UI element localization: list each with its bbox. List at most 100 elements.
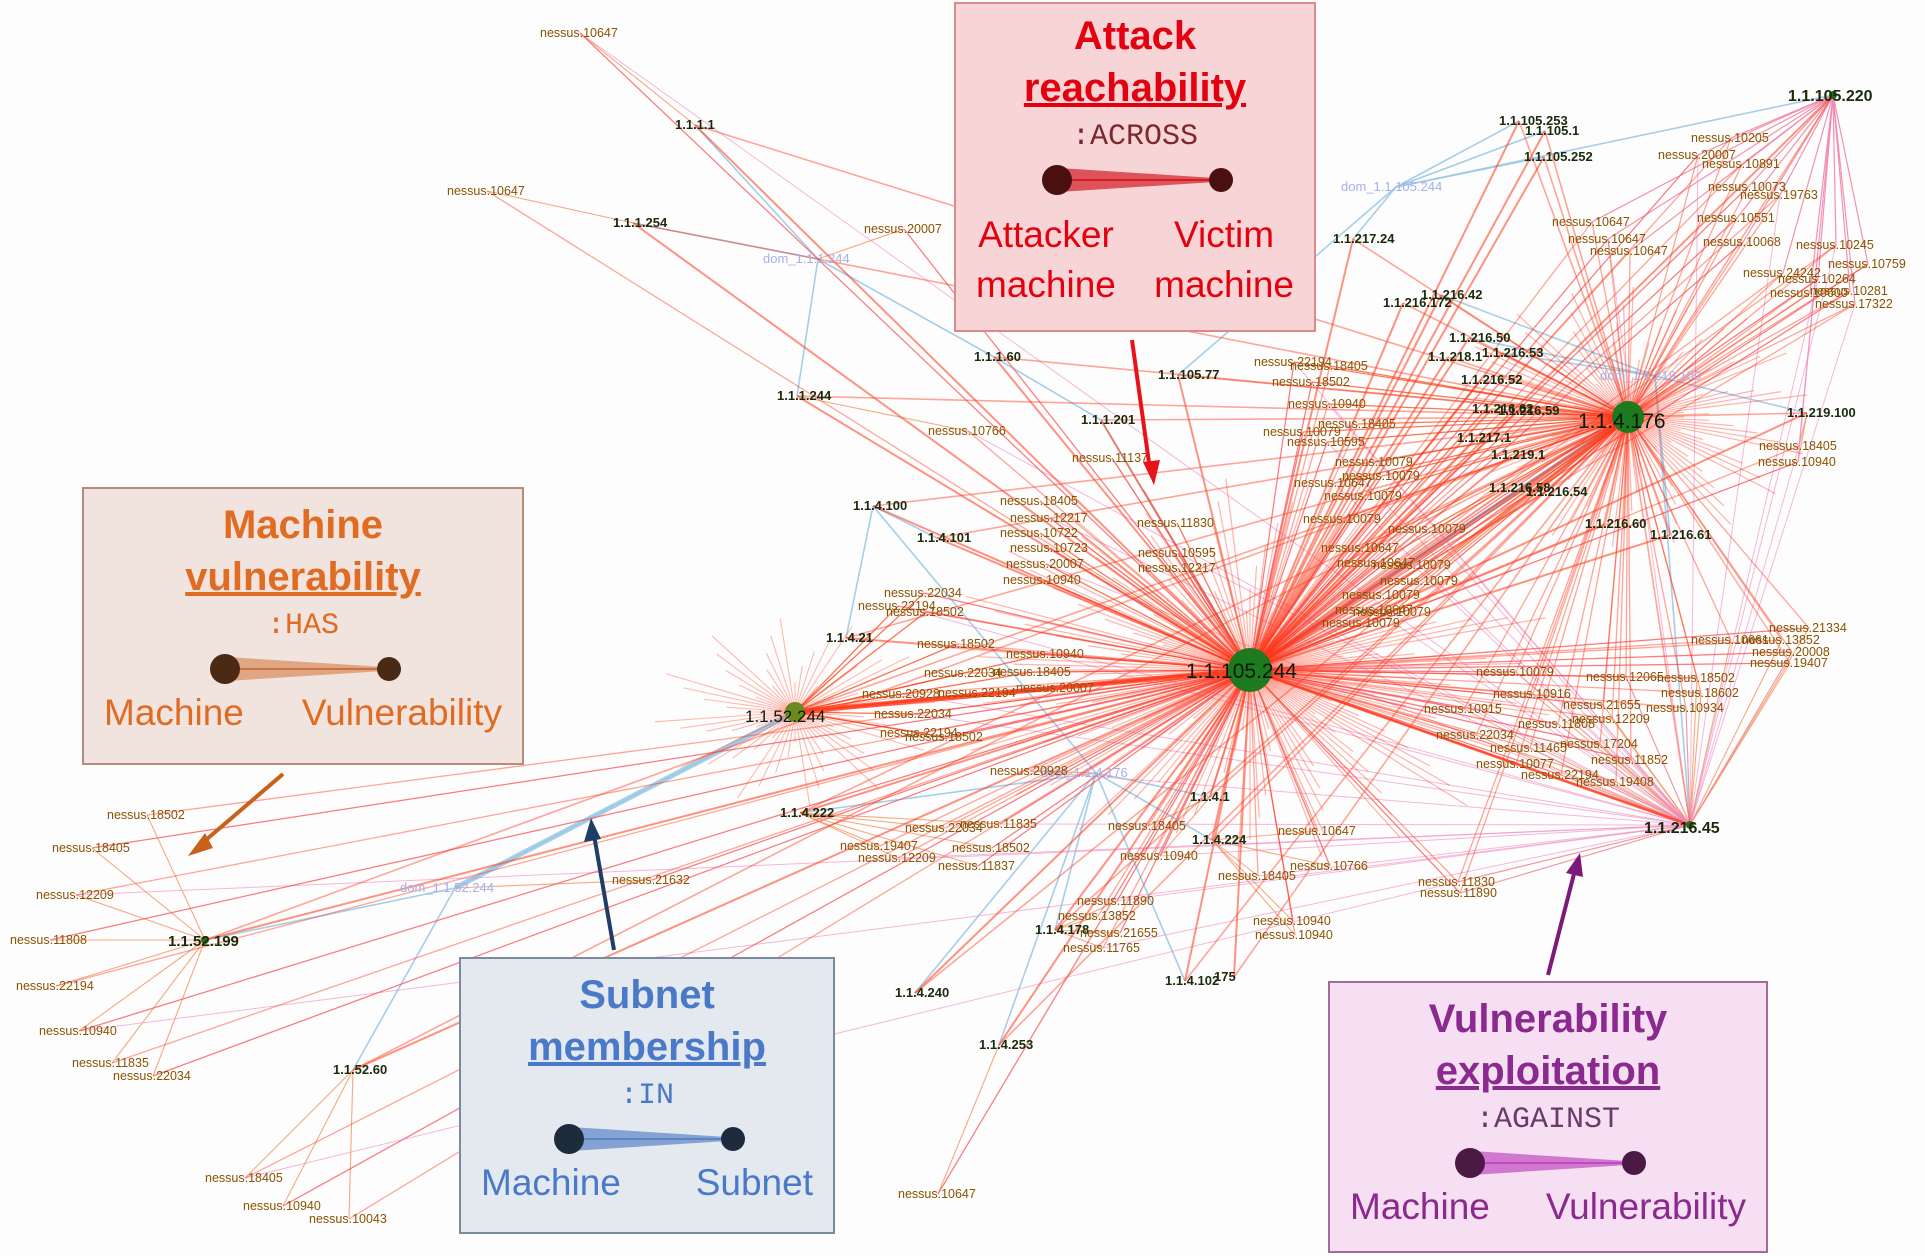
across-edge — [1177, 374, 1251, 671]
has-edge — [817, 228, 905, 260]
across-edge — [794, 667, 1251, 715]
vulnerability-label: nessus.10264 — [1778, 272, 1856, 286]
vulnerability-label: nessus.10079 — [1476, 665, 1554, 679]
vulnerability-label: nessus.18502 — [107, 808, 185, 822]
machine-label: 1.1.4.101 — [917, 530, 971, 545]
across-edge — [1627, 272, 1784, 418]
vulnerability-label: nessus.10079 — [1342, 588, 1420, 602]
across-edge — [1249, 241, 1744, 671]
has-edge — [1333, 416, 1629, 484]
subnet-edge — [1654, 375, 1691, 826]
vulnerability-label: nessus.20928 — [862, 687, 940, 701]
vulnerability-label: nessus.22194 — [938, 686, 1016, 700]
across-edge — [703, 698, 796, 713]
against-edge — [1515, 671, 1691, 826]
across-edge — [936, 416, 1629, 539]
across-edge — [1249, 669, 1296, 936]
across-edge — [1571, 293, 1629, 418]
against-edge — [1689, 154, 1699, 826]
against-edge — [967, 430, 1691, 826]
across-edge — [1541, 416, 1629, 463]
machine-label: 1.1.216.60 — [1585, 516, 1646, 531]
has-edge — [1689, 639, 1783, 826]
across-edge — [1147, 669, 1251, 827]
against-edge — [1797, 94, 1834, 463]
vulnerability-label: nessus.20007 — [1006, 557, 1084, 571]
across-edge — [1333, 416, 1629, 484]
across-edge — [1249, 669, 1451, 686]
across-edge — [1615, 416, 1629, 783]
vulnerability-label: nessus.18405 — [205, 1171, 283, 1185]
vulnerability-label: nessus.22034 — [924, 666, 1002, 680]
machine-label: 1.1.1.1 — [675, 117, 715, 132]
across-edge — [1627, 416, 1791, 664]
against-edge — [1689, 445, 1800, 826]
across-edge — [486, 190, 1251, 671]
against-edge — [901, 693, 1691, 826]
across-edge — [1091, 669, 1251, 703]
vulnerability-label: nessus.10647 — [1335, 603, 1413, 617]
against-edge — [913, 713, 1691, 826]
across-edge — [1249, 194, 1781, 671]
across-edge — [666, 673, 796, 713]
vulnerability-label: nessus.22194 — [880, 726, 958, 740]
across-edge — [1249, 669, 1613, 720]
vulnerability-label: nessus.18405 — [1108, 819, 1186, 833]
across-edge — [1249, 669, 1461, 894]
vulnerability-label: nessus.19763 — [1740, 188, 1818, 202]
across-edge — [1627, 241, 1744, 418]
across-edge — [1184, 669, 1251, 982]
subnet-label: dom_1.1.105.244 — [1341, 179, 1442, 194]
across-edge — [1249, 441, 1328, 671]
vulnerability-label: nessus.10595 — [1138, 546, 1216, 560]
vulnerability-label: nessus.11835 — [960, 817, 1037, 831]
across-edge — [683, 687, 796, 713]
vulnerability-label: nessus.10595 — [1287, 435, 1365, 449]
vulnerability-label: nessus.20008 — [1752, 645, 1830, 659]
across-edge — [1249, 669, 1459, 883]
against-edge — [1249, 669, 1601, 745]
node-h52[interactable] — [785, 702, 805, 722]
node-m52199[interactable] — [201, 936, 209, 944]
across-edge — [204, 669, 1251, 941]
across-edge — [1249, 515, 1365, 671]
across-edge — [936, 537, 1251, 671]
node-h105[interactable] — [1228, 648, 1272, 692]
across-edge — [1249, 491, 1547, 671]
vulnerability-label: nessus.22034 — [905, 821, 983, 835]
against-edge — [1249, 154, 1699, 671]
across-edge — [1102, 669, 1251, 949]
machine-label: 1.1.216.54 — [1526, 484, 1588, 499]
across-edge — [1249, 669, 1534, 695]
node-h4176[interactable] — [1612, 401, 1644, 433]
across-edge — [1627, 163, 1743, 418]
across-edge — [978, 656, 1251, 671]
has-edge — [75, 894, 206, 941]
vulnerability-label: nessus.10891 — [1702, 157, 1780, 171]
legend-against-left: Machine — [1350, 1186, 1490, 1227]
across-edge — [1357, 416, 1629, 425]
node-m216_45[interactable] — [1686, 821, 1694, 829]
has-edge — [937, 1044, 1000, 1195]
across-edge — [1249, 475, 1383, 671]
across-edge — [1249, 498, 1390, 671]
across-edge — [1077, 603, 1251, 671]
across-edge — [1249, 669, 1259, 877]
has-edge — [1302, 416, 1629, 433]
against-edge — [1327, 403, 1691, 826]
across-edge — [1158, 669, 1251, 783]
across-edge — [1249, 669, 1549, 716]
across-edge — [55, 669, 1251, 987]
across-edge — [1627, 416, 1758, 434]
across-edge — [1249, 669, 1604, 706]
in-arrowhead — [584, 818, 601, 842]
across-edge — [726, 706, 796, 713]
machine-label: 1.1.105.77 — [1158, 367, 1219, 382]
across-edge — [794, 651, 815, 713]
against-edge — [579, 32, 1251, 671]
node-m105220[interactable] — [1829, 91, 1837, 99]
across-edge — [879, 669, 1251, 847]
across-edge — [1459, 416, 1629, 894]
against-edge — [1689, 194, 1781, 826]
